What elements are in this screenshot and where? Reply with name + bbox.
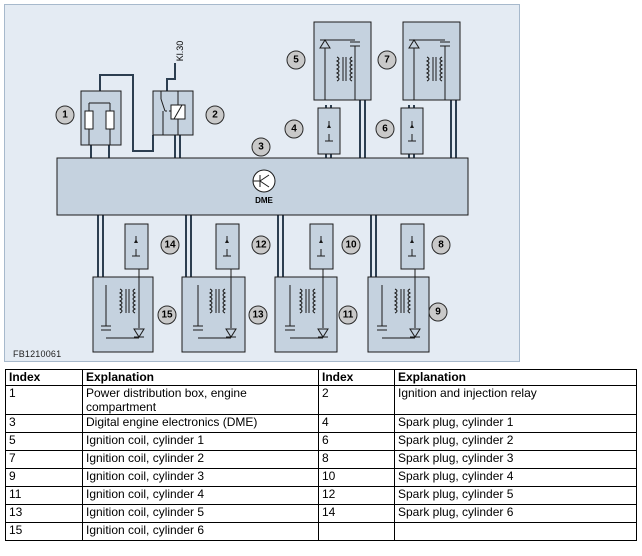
callout-12: 12 [251,235,271,255]
svg-text:4: 4 [291,124,297,135]
header-explanation: Explanation [394,369,637,386]
callout-5: 5 [286,50,306,70]
index-cell: 8 [318,450,395,469]
ignition-coil-cyl-5 [181,269,246,353]
index-cell: 6 [318,432,395,451]
spark-plug-cyl-6 [124,223,149,270]
explanation-cell: Ignition coil, cylinder 4 [82,486,319,505]
explanation-cell: Ignition coil, cylinder 3 [82,468,319,487]
table-row: 1 Power distribution box, engine compart… [5,385,637,415]
svg-text:8: 8 [438,240,444,251]
svg-text:13: 13 [252,310,264,321]
callout-1: 1 [55,105,75,125]
callout-15: 15 [157,305,177,325]
callout-10: 10 [341,235,361,255]
explanation-cell: Spark plug, cylinder 6 [394,504,637,523]
dme-control-unit: DME [56,157,469,216]
index-cell: 13 [5,504,83,523]
legend-header-row: Index Explanation Index Explanation [5,369,637,386]
ignition-coil-cyl-2 [402,21,461,101]
index-cell: 12 [318,486,395,505]
callout-2: 2 [205,105,225,125]
header-index: Index [5,369,83,386]
header-index: Index [318,369,395,386]
ignition-coil-cyl-3 [367,269,430,353]
svg-text:6: 6 [382,124,388,135]
svg-text:7: 7 [384,55,390,66]
callout-3: 3 [251,137,271,157]
callout-6: 6 [375,119,395,139]
svg-text:11: 11 [343,310,354,321]
callout-14: 14 [160,235,180,255]
callout-9: 9 [428,302,448,322]
ignition-coil-cyl-6 [92,269,154,353]
svg-text:12: 12 [255,240,267,251]
spark-plug-cyl-3 [400,223,425,270]
svg-text:3: 3 [258,142,264,153]
index-cell: 7 [5,450,83,469]
explanation-cell: Spark plug, cylinder 4 [394,468,637,487]
index-cell [318,522,395,541]
explanation-cell: Ignition coil, cylinder 5 [82,504,319,523]
ignition-coil-cyl-1 [313,21,372,101]
explanation-cell: Power distribution box, engine compartme… [82,385,319,415]
explanation-cell: Spark plug, cylinder 1 [394,414,637,433]
callout-7: 7 [377,50,397,70]
wiring-diagram-svg: Kl.30 DME [55,21,469,353]
header-explanation: Explanation [82,369,319,386]
explanation-cell: Digital engine electronics (DME) [82,414,319,433]
index-cell: 3 [5,414,83,433]
legend-table: Index Explanation Index Explanation 1 Po… [5,369,637,541]
explanation-cell: Ignition coil, cylinder 6 [82,522,319,541]
svg-text:9: 9 [435,307,441,318]
explanation-cell: Spark plug, cylinder 2 [394,432,637,451]
index-cell: 10 [318,468,395,487]
svg-text:1: 1 [62,110,68,121]
svg-text:5: 5 [293,55,299,66]
spark-plug-cyl-1 [317,107,341,155]
table-row: 5 Ignition coil, cylinder 1 6 Spark plug… [5,432,637,451]
dme-label: DME [255,196,273,205]
explanation-cell: Spark plug, cylinder 3 [394,450,637,469]
figure-code: FB1210061 [13,349,62,359]
ignition-coil-cyl-4 [274,269,338,353]
callout-13: 13 [248,305,268,325]
table-row: 3 Digital engine electronics (DME) 4 Spa… [5,414,637,433]
explanation-cell: Ignition coil, cylinder 1 [82,432,319,451]
wiring-diagram: Kl.30 DME [4,4,520,362]
spark-plug-cyl-4 [309,223,334,270]
index-cell: 1 [5,385,83,415]
index-cell: 14 [318,504,395,523]
svg-text:10: 10 [345,240,357,251]
table-row: 15 Ignition coil, cylinder 6 [5,522,637,541]
table-row: 11 Ignition coil, cylinder 4 12 Spark pl… [5,486,637,505]
callout-4: 4 [284,119,304,139]
svg-text:2: 2 [212,110,218,121]
kl30-label: Kl.30 [175,41,185,62]
index-cell: 15 [5,522,83,541]
callout-11: 11 [338,305,358,325]
spark-plug-cyl-5 [215,223,240,270]
index-cell: 11 [5,486,83,505]
index-cell: 9 [5,468,83,487]
table-row: 9 Ignition coil, cylinder 3 10 Spark plu… [5,468,637,487]
explanation-cell: Ignition and injection relay [394,385,637,415]
power-distribution-box [80,90,122,146]
index-cell: 5 [5,432,83,451]
callout-8: 8 [431,235,451,255]
table-row: 7 Ignition coil, cylinder 2 8 Spark plug… [5,450,637,469]
explanation-cell: Spark plug, cylinder 5 [394,486,637,505]
svg-text:15: 15 [161,310,173,321]
index-cell: 2 [318,385,395,415]
svg-text:14: 14 [164,240,176,251]
index-cell: 4 [318,414,395,433]
explanation-cell: Ignition coil, cylinder 2 [82,450,319,469]
spark-plug-cyl-2 [400,107,424,155]
wiring-harness-bottom [97,215,377,277]
table-row: 13 Ignition coil, cylinder 5 14 Spark pl… [5,504,637,523]
explanation-cell [394,522,637,541]
ignition-injection-relay: Kl.30 [152,41,194,136]
